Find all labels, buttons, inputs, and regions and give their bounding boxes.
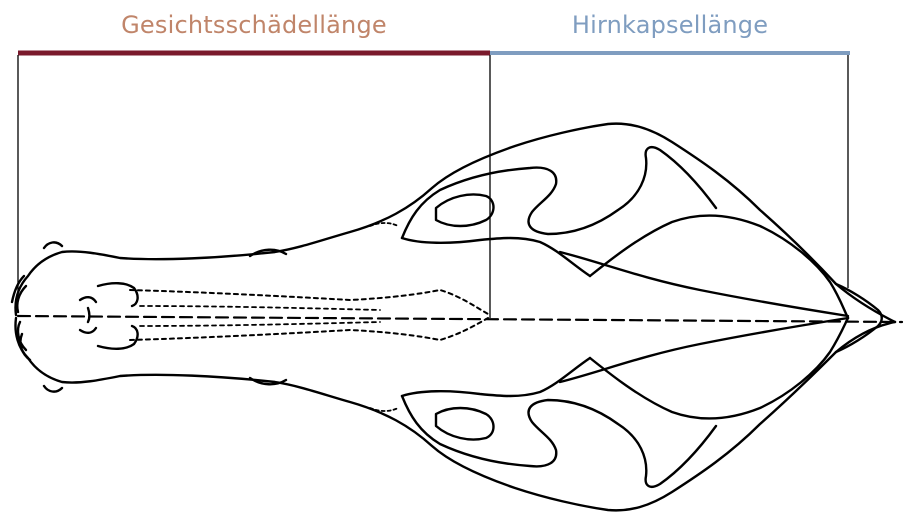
nasal-dotted-upper: [130, 290, 488, 314]
nasal-dotted-inner-lower: [140, 322, 380, 326]
midline-dashed: [18, 316, 902, 322]
nasal-dotted-lower: [130, 318, 488, 340]
skull-dashed-lines: [18, 223, 902, 411]
nasal-dotted-inner-upper: [140, 306, 380, 310]
